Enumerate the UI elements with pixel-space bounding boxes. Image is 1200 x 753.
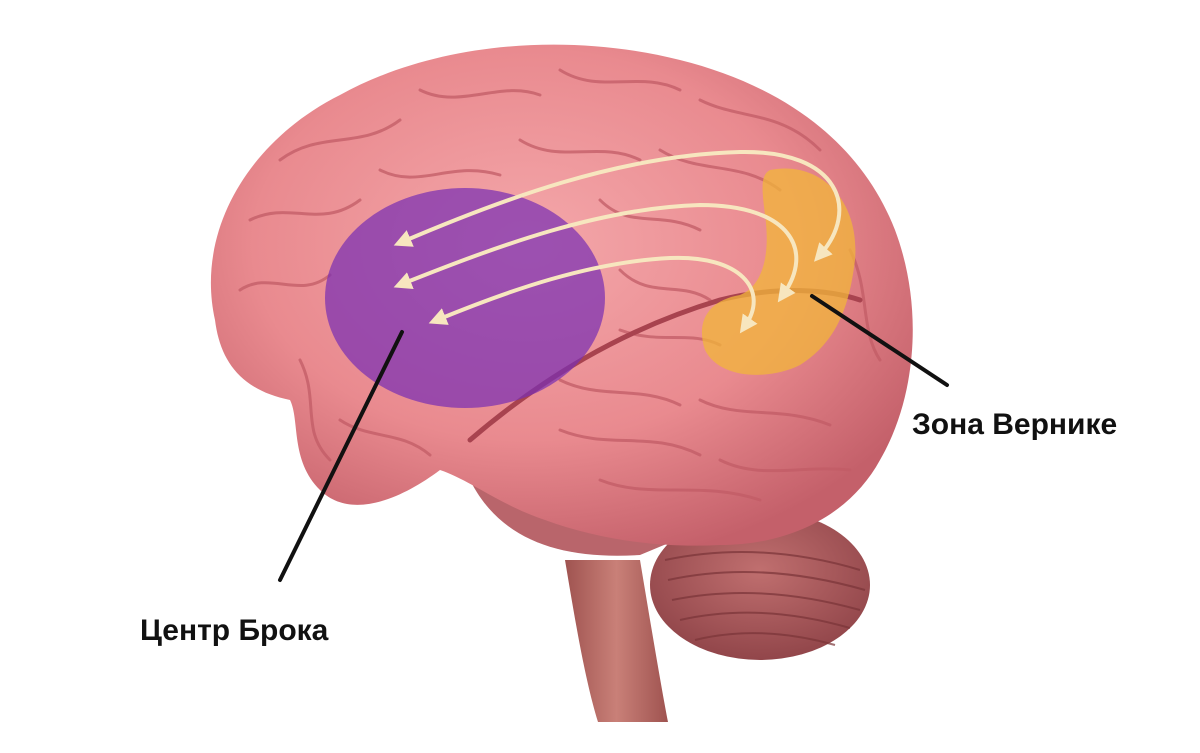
broca-region bbox=[325, 188, 605, 408]
brainstem bbox=[565, 560, 668, 722]
arrow-head-icon bbox=[393, 149, 842, 334]
arrow-middle bbox=[393, 202, 799, 303]
broca-leader-line bbox=[278, 330, 404, 582]
broca-label: Центр Брока bbox=[140, 614, 329, 647]
arrow-lower bbox=[428, 255, 758, 334]
arrow-upper bbox=[393, 149, 842, 262]
cerebellum bbox=[650, 510, 870, 660]
wernicke-leader-line bbox=[810, 294, 949, 387]
wernicke-label: Зона Вернике bbox=[912, 408, 1118, 441]
